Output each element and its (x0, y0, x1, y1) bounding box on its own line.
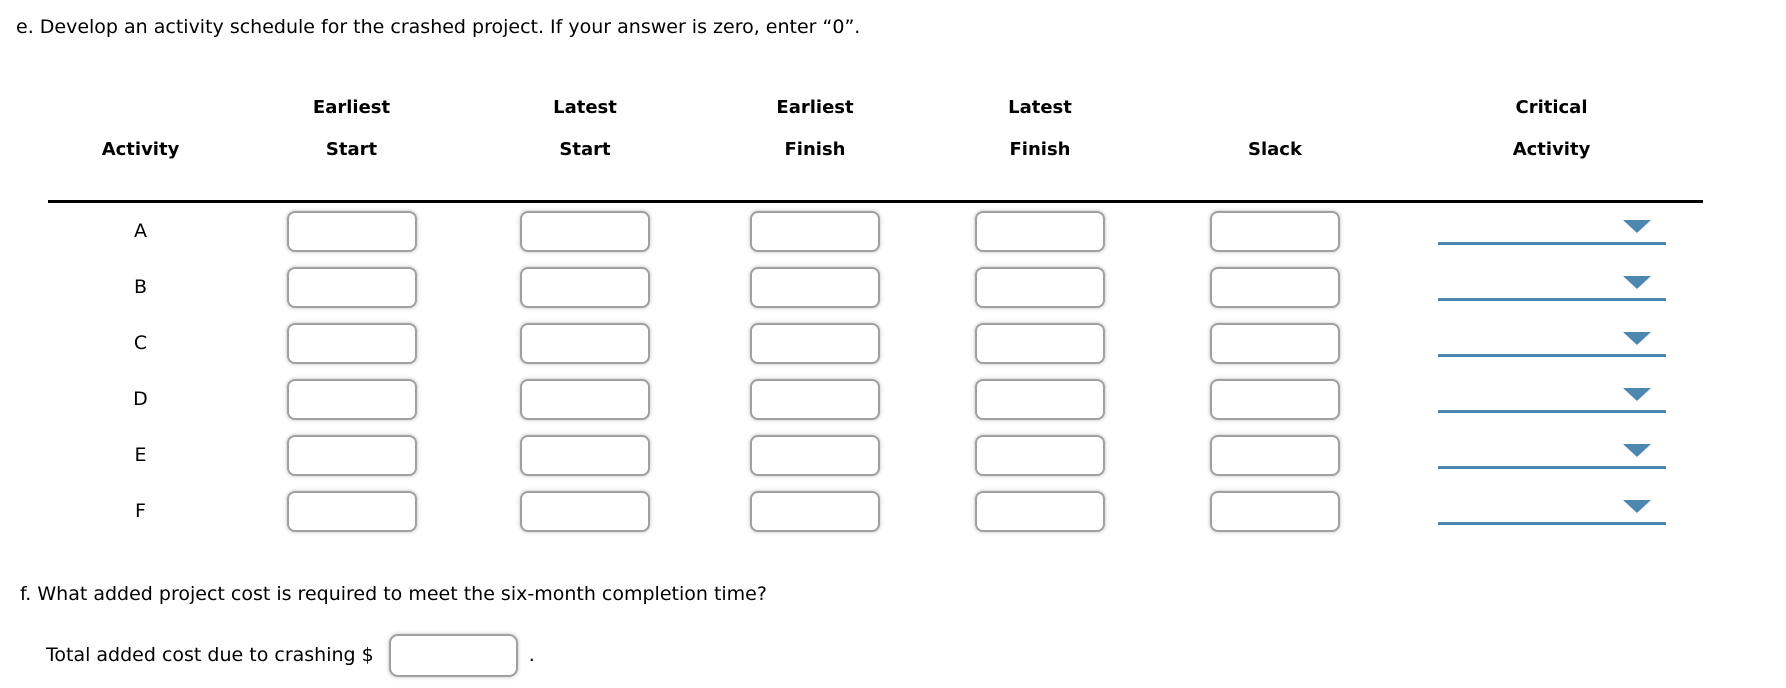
table-row-d: D (48, 371, 1703, 427)
earliest-start-input[interactable] (286, 322, 417, 364)
slack-input[interactable] (1210, 322, 1340, 364)
critical-activity-dropdown[interactable] (1437, 203, 1666, 245)
activity-label: B (133, 276, 148, 298)
latest-start-input[interactable] (520, 322, 650, 364)
dropdown-arrow-icon (1622, 332, 1651, 345)
critical-activity-dropdown[interactable] (1437, 259, 1666, 301)
latest-finish-input[interactable] (975, 434, 1105, 476)
table-row-f: F (48, 483, 1703, 539)
total-cost-period: . (528, 644, 535, 666)
col-header-latest-start: Latest Start (553, 97, 617, 160)
latest-start-input[interactable] (520, 434, 650, 476)
col-header-slack: Slack (1248, 139, 1302, 160)
total-added-cost-input[interactable] (388, 633, 518, 677)
activity-schedule-table: Activity Earliest Start Latest Start Ear… (48, 87, 1703, 539)
latest-start-input[interactable] (520, 210, 650, 252)
activity-label: D (133, 388, 148, 410)
slack-input[interactable] (1210, 378, 1340, 420)
total-cost-label: Total added cost due to crashing $ (46, 644, 374, 666)
latest-finish-input[interactable] (975, 266, 1105, 308)
earliest-start-input[interactable] (286, 490, 417, 532)
col-header-critical-activity: Critical Activity (1512, 97, 1591, 160)
earliest-finish-input[interactable] (750, 434, 880, 476)
table-header: Activity Earliest Start Latest Start Ear… (48, 87, 1703, 203)
activity-label: A (134, 220, 147, 242)
col-header-earliest-finish: Earliest Finish (776, 97, 854, 160)
col-header-latest-finish: Latest Finish (1008, 97, 1072, 160)
slack-input[interactable] (1210, 434, 1340, 476)
total-cost-row: Total added cost due to crashing $ . (46, 633, 535, 677)
table-row-e: E (48, 427, 1703, 483)
earliest-finish-input[interactable] (750, 378, 880, 420)
earliest-finish-input[interactable] (750, 266, 880, 308)
latest-finish-input[interactable] (975, 322, 1105, 364)
earliest-finish-input[interactable] (750, 210, 880, 252)
latest-finish-input[interactable] (975, 378, 1105, 420)
table-row-b: B (48, 259, 1703, 315)
activity-label: F (135, 500, 146, 522)
critical-activity-dropdown[interactable] (1437, 483, 1666, 525)
earliest-start-input[interactable] (286, 266, 417, 308)
slack-input[interactable] (1210, 266, 1340, 308)
slack-input[interactable] (1210, 210, 1340, 252)
earliest-start-input[interactable] (286, 378, 417, 420)
dropdown-arrow-icon (1622, 220, 1651, 233)
col-header-activity: Activity (101, 139, 180, 160)
latest-start-input[interactable] (520, 266, 650, 308)
latest-start-input[interactable] (520, 490, 650, 532)
earliest-finish-input[interactable] (750, 322, 880, 364)
latest-finish-input[interactable] (975, 210, 1105, 252)
critical-activity-dropdown[interactable] (1437, 371, 1666, 413)
earliest-start-input[interactable] (286, 210, 417, 252)
question-e-text: e. Develop an activity schedule for the … (16, 16, 861, 38)
critical-activity-dropdown[interactable] (1437, 427, 1666, 469)
slack-input[interactable] (1210, 490, 1340, 532)
dropdown-arrow-icon (1622, 444, 1651, 457)
earliest-finish-input[interactable] (750, 490, 880, 532)
dropdown-arrow-icon (1622, 276, 1651, 289)
table-row-a: A (48, 203, 1703, 259)
col-header-earliest-start: Earliest Start (312, 97, 391, 160)
latest-start-input[interactable] (520, 378, 650, 420)
activity-label: C (133, 332, 148, 354)
latest-finish-input[interactable] (975, 490, 1105, 532)
dropdown-arrow-icon (1622, 500, 1651, 513)
question-f-text: f. What added project cost is required t… (20, 583, 767, 605)
dropdown-arrow-icon (1622, 388, 1651, 401)
earliest-start-input[interactable] (286, 434, 417, 476)
table-row-c: C (48, 315, 1703, 371)
activity-label: E (134, 444, 147, 466)
critical-activity-dropdown[interactable] (1437, 315, 1666, 357)
